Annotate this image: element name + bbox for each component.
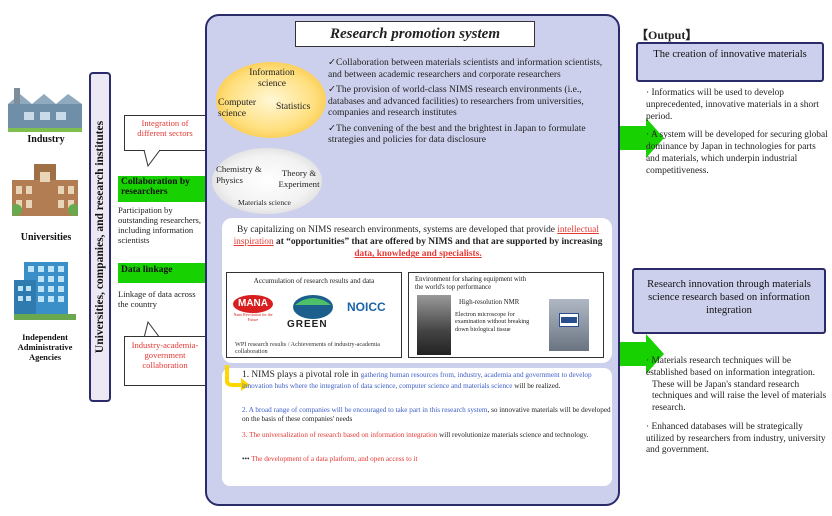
output-bullet: · A system will be developed for securin… [646, 130, 828, 176]
bullet-item: ✓The convening of the best and the brigh… [328, 122, 586, 146]
callout-tail-icon [143, 150, 161, 168]
equipment-title: Environment for sharing equipment with t… [415, 276, 526, 291]
output-box-research-innovation: Research innovation through materials sc… [632, 268, 826, 334]
university-icon [12, 164, 78, 216]
microscope-label: Electron microscope for examination with… [455, 311, 530, 333]
green-logo-text: GREEN [287, 319, 328, 330]
list-highlight: A broad range of companies will be encou… [248, 406, 488, 414]
output-text-1: · Informatics will be used to develop un… [646, 88, 828, 184]
output-arrow-2 [620, 334, 664, 374]
list-text: NIMS plays a pivotal role in [251, 370, 361, 380]
callout-integration: Integration of different sectors [124, 115, 206, 151]
bullet-item: ✓Collaboration between materials scienti… [328, 57, 603, 80]
green-logo-icon [293, 295, 333, 319]
agencies-label: Independent Administrative Agencies [17, 332, 73, 363]
information-science-label: Information science [249, 68, 295, 90]
outcomes-list-box [222, 368, 612, 486]
mana-logo-text: MANA [233, 295, 273, 313]
theory-experiment-label: Theory & Experiment [278, 168, 320, 189]
accumulation-caption: WPI research results / Achievements of i… [235, 341, 381, 356]
capitalizing-text: By capitalizing on NIMS research environ… [232, 224, 604, 261]
dots-marker: ••• [242, 455, 250, 463]
data-platform-text: The development of a data platform, and … [251, 455, 418, 463]
output-label: 【Output】 [636, 28, 698, 42]
output-bullet: · Enhanced databases will be strategical… [646, 421, 826, 456]
list-item: ••• The development of a data platform, … [242, 455, 612, 464]
mana-logo: MANA Nano Revolution for the Future [233, 295, 273, 325]
linkage-text: Linkage of data across the country [118, 289, 196, 309]
chemistry-physics-label: Chemistry & Physics [216, 164, 262, 185]
list-item: 2. A broad range of companies will be en… [242, 406, 612, 424]
universities-label: Universities [20, 232, 72, 243]
materials-science-label: Materials science [238, 198, 291, 207]
output-text-2: · Materials research techniques will be … [646, 356, 828, 464]
arrow-data-linkage-label: Data linkage [121, 265, 173, 275]
output-bullet: These will be Japan's standard research … [652, 379, 827, 414]
output-box-innovative: The creation of innovative materials [636, 42, 824, 82]
list-number: 2. [242, 406, 248, 414]
industry-label: Industry [27, 134, 65, 145]
list-text: will revolutionize materials science and… [437, 431, 589, 439]
list-item: 3. The universalization of research base… [242, 431, 612, 440]
output-bullet: · Materials research techniques will be … [646, 356, 815, 378]
nmr-photo [417, 295, 451, 355]
center-text-part: By capitalizing on NIMS research environ… [237, 225, 558, 235]
list-number: 1. [242, 370, 250, 380]
panel-bullets: ✓Collaboration between materials scienti… [328, 57, 613, 150]
list-highlight: The universalization of research based o… [249, 431, 438, 439]
mana-logo-sub: Nano Revolution for the Future [233, 312, 273, 322]
list-text: will be realized. [512, 382, 561, 391]
vertical-banner-label: Universities, companies, and research in… [94, 120, 106, 354]
info-science-ellipse [216, 62, 326, 138]
materials-science-ellipse [212, 148, 322, 214]
nmr-label: High-resolution NMR [459, 299, 520, 306]
arrow-collaboration-label: Collaboration by researchers [121, 177, 190, 197]
vertical-banner: Universities, companies, and research in… [89, 72, 111, 402]
list-highlight: gathering human resources from, industry… [242, 371, 592, 391]
list-item: 1. NIMS plays a pivotal role in gatherin… [242, 370, 612, 393]
arrow-data-linkage: Data linkage [118, 257, 220, 291]
microscope-photo [549, 299, 589, 351]
computer-science-label: Computer science [218, 98, 256, 120]
accumulation-box: Accumulation of research results and dat… [226, 272, 402, 358]
output-bullet: · Informatics will be used to develop un… [646, 88, 819, 122]
accumulation-title: Accumulation of research results and dat… [253, 277, 375, 285]
callout-tail-icon [143, 320, 161, 338]
bullet-item: ✓The provision of world-class NIMS resea… [328, 84, 584, 118]
data-knowledge-link[interactable]: data, knowledge and specialists. [354, 249, 482, 260]
curved-arrow-icon [225, 365, 250, 391]
industry-icon [8, 88, 82, 132]
panel-title: Research promotion system [295, 21, 535, 47]
intellectual-inspiration-link[interactable]: intellectual inspiration [233, 225, 599, 248]
callout-collaboration: Industry-academia-government collaborati… [124, 336, 206, 386]
output-arrow-1 [620, 118, 664, 158]
noicc-logo: NOICC [347, 300, 386, 314]
statistics-label: Statistics [276, 102, 311, 112]
list-number: 3. [242, 431, 248, 439]
participation-text: Participation by outstanding researchers… [118, 205, 202, 245]
list-text: , so innovative materials will be develo… [242, 406, 611, 423]
equipment-box: Environment for sharing equipment with t… [408, 272, 604, 358]
agency-building-icon [14, 262, 76, 320]
center-text-part: at “opportunities” that are offered by N… [273, 237, 603, 248]
arrow-collaboration: Collaboration by researchers [118, 170, 220, 204]
